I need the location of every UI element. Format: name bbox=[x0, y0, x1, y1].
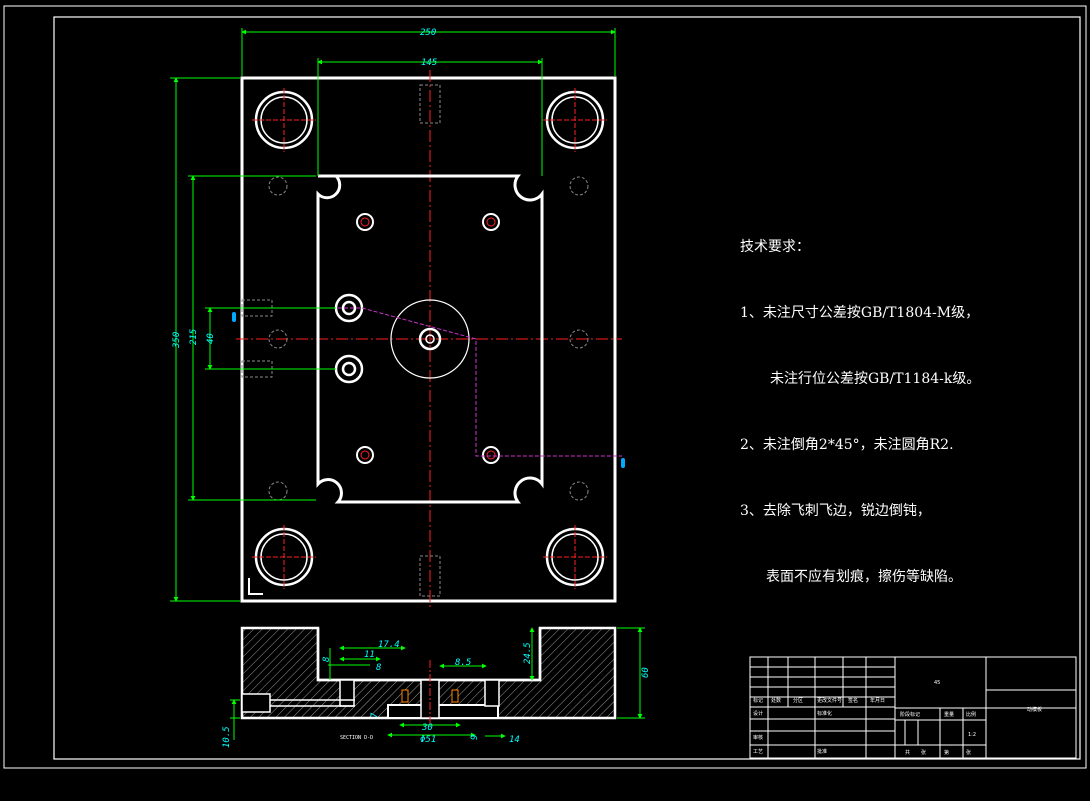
guide-hole-top-left bbox=[252, 88, 316, 152]
ejector-holes bbox=[356, 213, 500, 464]
dim-8-5: 8.5 bbox=[455, 658, 471, 668]
notes-line-2: 未注行位公差按GB/T1184-k级。 bbox=[770, 371, 981, 387]
notes-line-5: 表面不应有划痕，擦伤等缺陷。 bbox=[766, 569, 962, 585]
dim-14: 14 bbox=[509, 735, 520, 745]
section-pin-right bbox=[484, 679, 500, 707]
dim-17-4: 17.4 bbox=[378, 640, 400, 650]
plan-view: 250 145 350 215 40 bbox=[170, 28, 625, 610]
notes-heading: 技术要求： bbox=[740, 239, 810, 255]
section-label: SECTION D-D bbox=[340, 735, 373, 741]
section-groove bbox=[387, 704, 499, 719]
cavity-pocket bbox=[316, 174, 544, 504]
section-pin-left bbox=[339, 679, 355, 707]
tb-cell-9: 重量 bbox=[944, 711, 954, 718]
notes-line-4: 3、去除飞刺飞边，锐边倒钝， bbox=[740, 503, 931, 519]
outer-frame bbox=[3, 5, 1087, 769]
dim-10-5: 10.5 bbox=[222, 726, 232, 748]
tb-cell-6: 设计 bbox=[753, 710, 763, 717]
tb-cell-1: 处数 bbox=[771, 697, 781, 704]
dim-9: 9 bbox=[470, 735, 480, 740]
tb-cell-4: 签名 bbox=[848, 697, 858, 704]
dim-8b: 8 bbox=[376, 663, 381, 673]
water-fittings bbox=[232, 312, 625, 468]
guide-hole-bottom-left bbox=[252, 525, 316, 589]
section-dimensions bbox=[230, 627, 645, 740]
section-view: 17.4 11 8 8 8.5 24.5 60 10.5 7 30 Φ51 9 … bbox=[222, 626, 651, 748]
plan-dimensions bbox=[170, 28, 616, 602]
tb-cell-7: 标准化 bbox=[817, 710, 832, 717]
dim-11: 11 bbox=[364, 650, 375, 660]
dim-350: 350 bbox=[172, 332, 182, 349]
title-block bbox=[749, 656, 1077, 759]
tb-cell-8: 阶段标记 bbox=[900, 711, 920, 718]
screw-holes bbox=[268, 84, 589, 597]
tb-cell-14: 共 bbox=[905, 749, 910, 756]
dim-30: 30 bbox=[421, 723, 433, 733]
section-water-channel bbox=[241, 693, 271, 713]
tb-cell-3: 更改文件号 bbox=[817, 697, 842, 704]
dim-60: 60 bbox=[641, 667, 651, 678]
dim-phi51: Φ51 bbox=[420, 735, 436, 745]
tb-cell-16: 第 bbox=[944, 749, 949, 756]
tb-cell-15: 张 bbox=[921, 749, 926, 756]
dim-250: 250 bbox=[420, 28, 436, 38]
dim-145: 145 bbox=[421, 58, 437, 68]
title-block-text: 标记 处数 分区 更改文件号 签名 年月日 设计 标准化 阶段标记 重量 比例 … bbox=[753, 680, 1042, 756]
notes-line-1: 1、未注尺寸公差按GB/T1804-M级， bbox=[740, 305, 980, 321]
technical-requirements: 技术要求： 1、未注尺寸公差按GB/T1804-M级， 未注行位公差按GB/T1… bbox=[740, 192, 980, 610]
tb-cell-10: 比例 bbox=[966, 711, 976, 718]
dim-24-5: 24.5 bbox=[523, 642, 533, 664]
dim-7: 7 bbox=[370, 712, 380, 718]
tb-cell-12: 工艺 bbox=[753, 749, 763, 755]
tb-cell-5: 年月日 bbox=[870, 697, 885, 704]
section-pocket bbox=[316, 628, 542, 682]
tb-cell-0: 标记 bbox=[753, 697, 763, 704]
dim-8a: 8 bbox=[322, 657, 332, 662]
inner-frame bbox=[53, 16, 1081, 760]
dim-215: 215 bbox=[189, 329, 199, 345]
guide-hole-top-right bbox=[543, 88, 607, 152]
tb-cell-13: 批准 bbox=[817, 748, 827, 755]
tb-part-name: 动模板 bbox=[1027, 706, 1042, 713]
guide-hole-bottom-right bbox=[543, 525, 607, 589]
tb-material: 45 bbox=[934, 680, 940, 686]
notes-line-3: 2、未注倒角2*45°，未注圆角R2. bbox=[740, 437, 954, 453]
tb-cell-11: 审核 bbox=[753, 734, 763, 741]
tb-cell-17: 张 bbox=[966, 749, 971, 756]
sprue-center bbox=[390, 299, 470, 379]
tb-cell-2: 分区 bbox=[793, 697, 803, 704]
corner-mark bbox=[248, 578, 263, 595]
dim-40: 40 bbox=[206, 333, 216, 344]
tb-scale: 1:2 bbox=[968, 732, 976, 738]
